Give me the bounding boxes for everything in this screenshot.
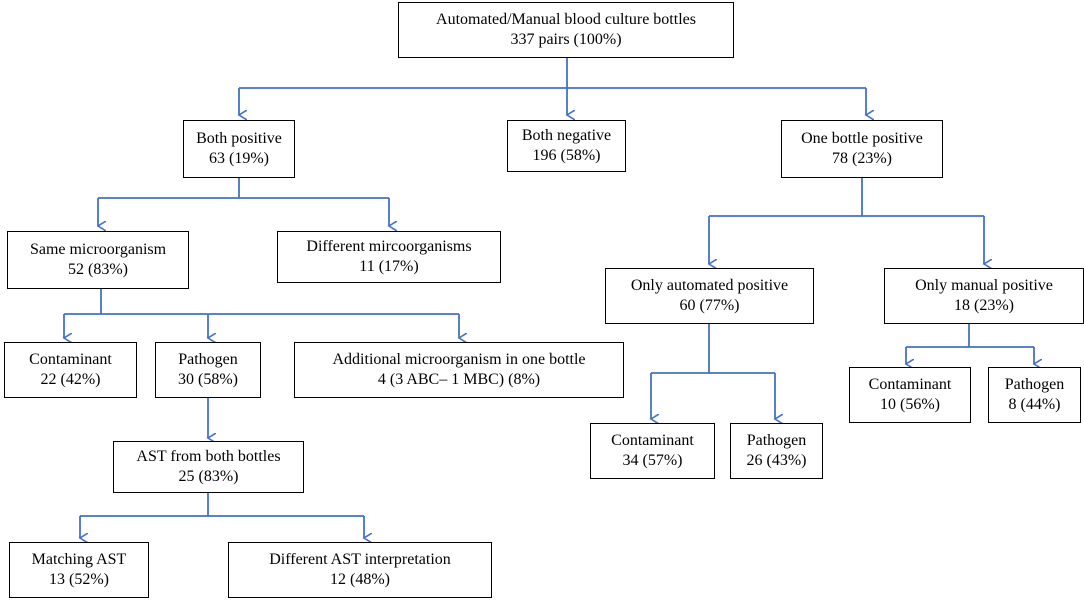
node-same-micro: Same microorganism 52 (83%)	[7, 231, 189, 289]
node-value: 13 (52%)	[49, 571, 109, 588]
edge-only-auto-split	[651, 324, 775, 374]
node-value: 4 (3 ABC– 1 MBC) (8%)	[377, 371, 541, 388]
node-additional: Additional microorganism in one bottle 4…	[294, 342, 624, 398]
node-contaminant-manual: Contaminant 10 (56%)	[849, 367, 971, 423]
node-root: Automated/Manual blood culture bottles 3…	[398, 2, 734, 58]
node-matching-ast: Matching AST 13 (52%)	[9, 542, 149, 598]
node-value: 22 (42%)	[40, 371, 101, 388]
node-contaminant-same: Contaminant 22 (42%)	[4, 342, 137, 398]
node-both-positive: Both positive 63 (19%)	[183, 120, 295, 178]
node-value: 10 (56%)	[880, 396, 940, 413]
node-value: 78 (23%)	[832, 150, 892, 167]
node-label: Pathogen	[1004, 376, 1065, 393]
edge-root-split	[239, 58, 866, 89]
node-diff-micro: Different mircoorganisms 11 (17%)	[277, 231, 501, 283]
node-value: 196 (58%)	[532, 147, 601, 164]
node-ast-both: AST from both bottles 25 (83%)	[113, 441, 304, 493]
node-value: 8 (44%)	[1008, 396, 1061, 413]
edge-ast-split	[80, 493, 364, 517]
node-label: Pathogen	[178, 351, 238, 368]
node-label: One bottle positive	[801, 130, 923, 147]
node-value: 52 (83%)	[68, 261, 128, 278]
node-value: 26 (43%)	[746, 452, 807, 469]
node-label: Contaminant	[868, 376, 952, 393]
node-label: Only manual positive	[915, 277, 1053, 294]
node-label: Same microorganism	[29, 241, 167, 258]
node-label: Different mircoorganisms	[306, 238, 472, 255]
node-label: Contaminant	[611, 432, 694, 449]
node-value: 337 pairs (100%)	[510, 31, 622, 48]
node-one-positive: One bottle positive 78 (23%)	[781, 120, 943, 178]
node-label: Both negative	[521, 127, 612, 144]
node-value: 30 (58%)	[178, 371, 238, 388]
node-value: 34 (57%)	[622, 452, 683, 469]
node-different-ast: Different AST interpretation 12 (48%)	[228, 542, 492, 598]
node-label: Only automated positive	[630, 277, 789, 294]
edge-both-positive-split	[98, 178, 389, 199]
node-label: Automated/Manual blood culture bottles	[436, 11, 696, 28]
edge-same-micro-split	[64, 289, 459, 315]
node-only-manual: Only manual positive 18 (23%)	[884, 268, 1084, 324]
node-both-negative: Both negative 196 (58%)	[507, 120, 626, 172]
node-label: Contaminant	[29, 351, 112, 368]
node-label: Different AST interpretation	[269, 551, 451, 568]
node-pathogen-manual: Pathogen 8 (44%)	[988, 367, 1081, 423]
node-contaminant-auto: Contaminant 34 (57%)	[590, 423, 715, 479]
node-label: Pathogen	[746, 432, 807, 449]
node-label: Additional microorganism in one bottle	[332, 351, 586, 368]
edge-only-manual-split	[906, 324, 1034, 348]
node-label: AST from both bottles	[136, 448, 281, 465]
node-value: 60 (77%)	[679, 297, 740, 314]
node-label: Both positive	[196, 130, 282, 147]
node-pathogen-same: Pathogen 30 (58%)	[155, 342, 261, 398]
node-value: 25 (83%)	[178, 468, 239, 485]
node-value: 18 (23%)	[954, 297, 1014, 314]
node-label: Matching AST	[31, 551, 127, 568]
edge-one-positive-split	[709, 178, 984, 217]
node-only-auto: Only automated positive 60 (77%)	[605, 268, 814, 324]
node-pathogen-auto: Pathogen 26 (43%)	[730, 423, 823, 479]
node-value: 63 (19%)	[209, 150, 269, 167]
node-value: 11 (17%)	[359, 258, 419, 275]
node-value: 12 (48%)	[330, 571, 390, 588]
